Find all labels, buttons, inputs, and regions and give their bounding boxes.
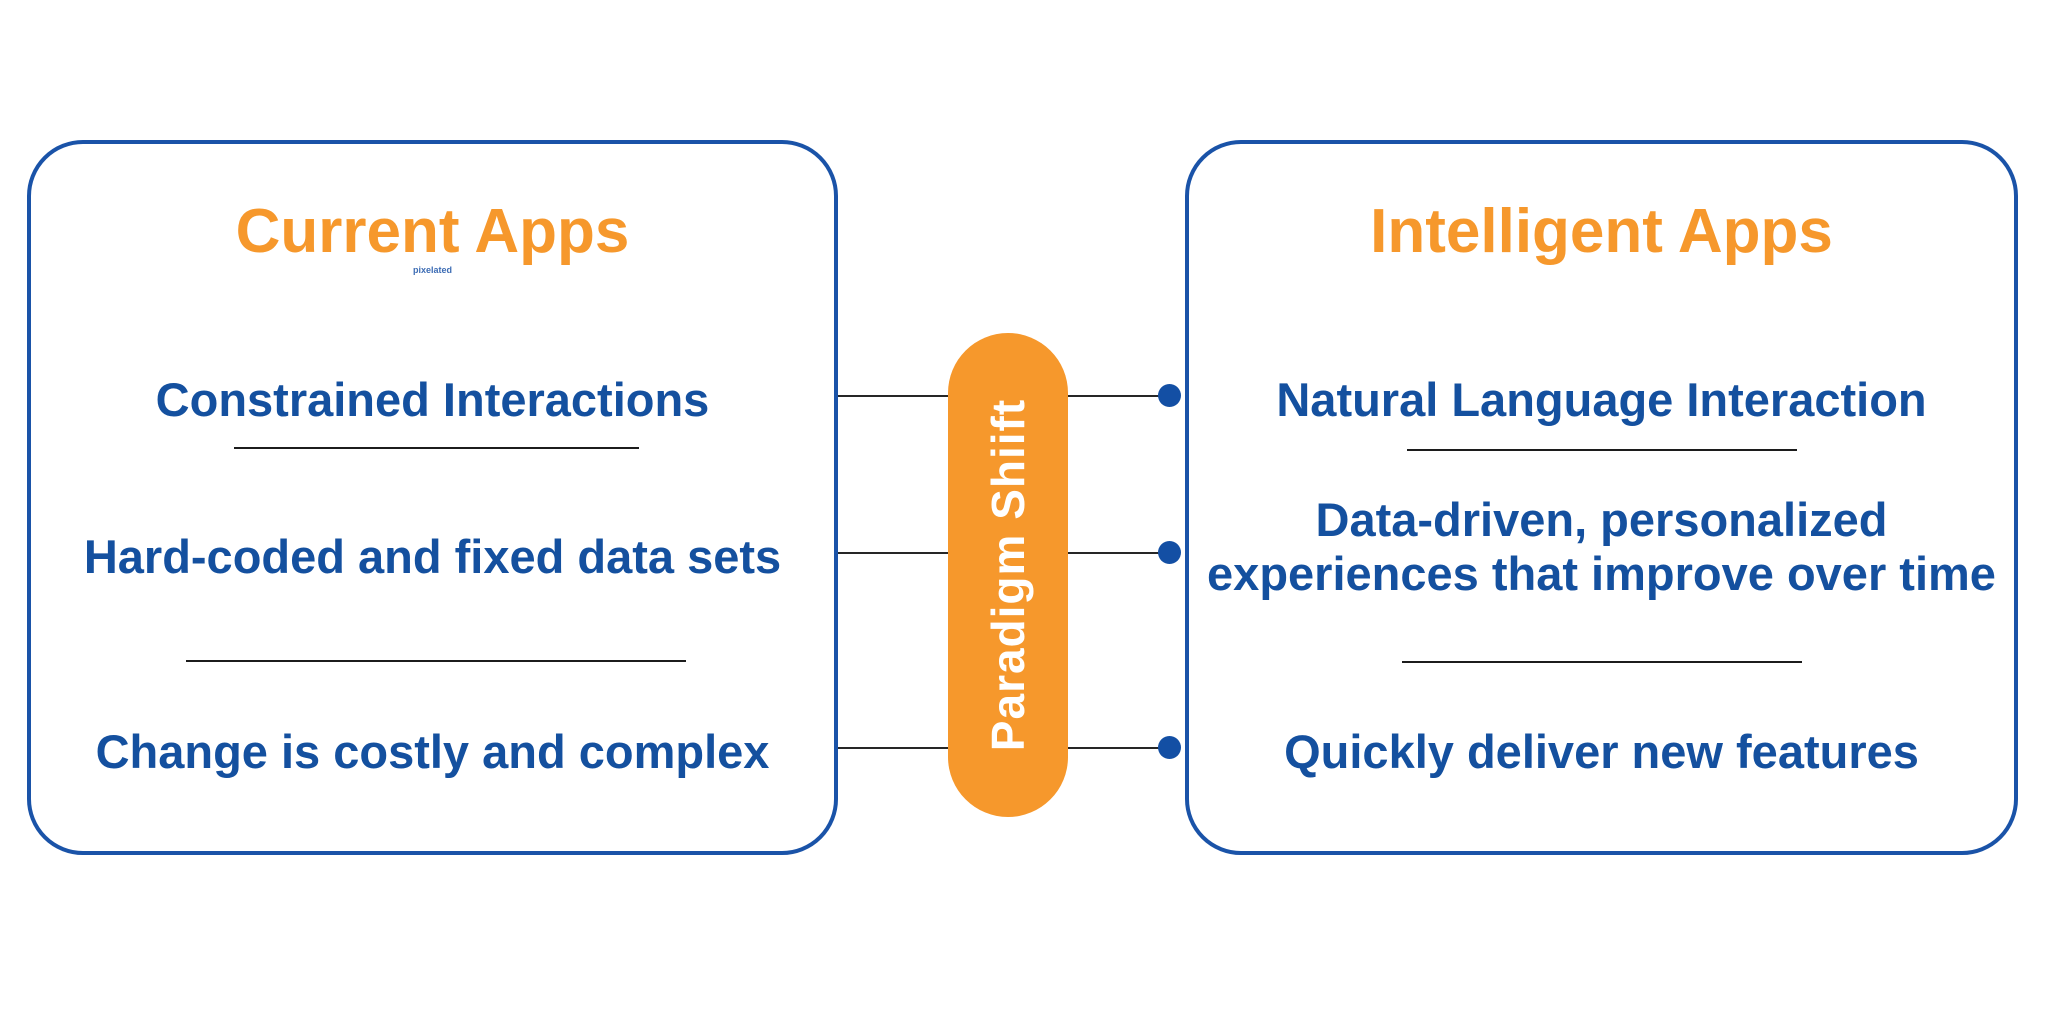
endpoint-dot-middle bbox=[1158, 541, 1181, 564]
intelligent-apps-item-3: Quickly deliver new features bbox=[1284, 725, 1919, 778]
paradigm-shift-label: Paradigm Shiift bbox=[982, 398, 1034, 752]
endpoint-dot-bottom bbox=[1158, 736, 1181, 759]
current-apps-item-1: Constrained Interactions bbox=[155, 373, 710, 426]
right-divider-2 bbox=[1402, 661, 1802, 663]
intelligent-apps-panel: Intelligent Apps Natural Language Intera… bbox=[1185, 140, 2018, 855]
current-apps-item-3: Change is costly and complex bbox=[95, 725, 770, 778]
right-divider-1 bbox=[1407, 449, 1797, 451]
current-apps-panel: Current Apps pixelated Constrained Inter… bbox=[27, 140, 838, 855]
intelligent-apps-item-1: Natural Language Interaction bbox=[1276, 373, 1927, 426]
intelligent-apps-title: Intelligent Apps bbox=[1370, 197, 1833, 266]
intelligent-apps-item-2: Data-driven, personalized experiences th… bbox=[1207, 493, 1996, 600]
left-divider-2 bbox=[186, 660, 686, 662]
paradigm-shift-pill: Paradigm Shiift bbox=[948, 333, 1068, 817]
current-apps-title: Current Apps bbox=[235, 197, 630, 266]
endpoint-dot-top bbox=[1158, 384, 1181, 407]
left-divider-1 bbox=[234, 447, 639, 449]
current-apps-caption: pixelated bbox=[412, 265, 452, 275]
current-apps-item-2: Hard-coded and fixed data sets bbox=[83, 530, 782, 583]
